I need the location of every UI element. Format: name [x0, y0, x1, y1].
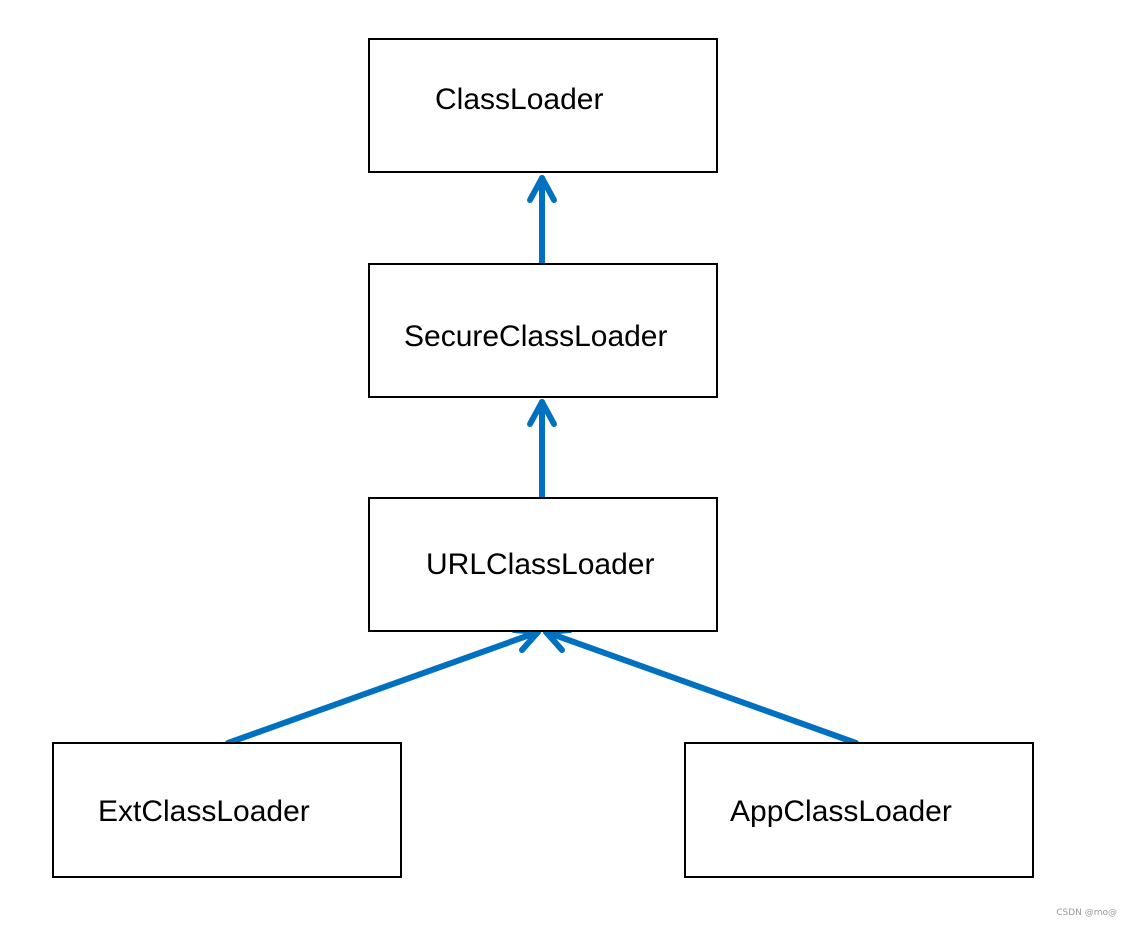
app-classloader-box: AppClassLoader: [684, 742, 1034, 878]
arrow-secure-to-classloader: [527, 175, 557, 266]
arrow-url-to-secure: [527, 399, 557, 500]
watermark-text: CSDN @mo@: [1056, 908, 1117, 918]
url-classloader-box: URLClassLoader: [368, 497, 718, 632]
url-classloader-label: URLClassLoader: [426, 548, 655, 581]
arrow-ext-to-url: [225, 627, 541, 746]
secure-classloader-label: SecureClassLoader: [404, 320, 668, 353]
arrow-app-to-url: [543, 627, 859, 746]
ext-classloader-box: ExtClassLoader: [52, 742, 402, 878]
classloader-box: ClassLoader: [368, 38, 718, 173]
app-classloader-label: AppClassLoader: [730, 795, 952, 828]
secure-classloader-box: SecureClassLoader: [368, 263, 718, 398]
classloader-label: ClassLoader: [435, 83, 604, 116]
ext-classloader-label: ExtClassLoader: [98, 795, 310, 828]
